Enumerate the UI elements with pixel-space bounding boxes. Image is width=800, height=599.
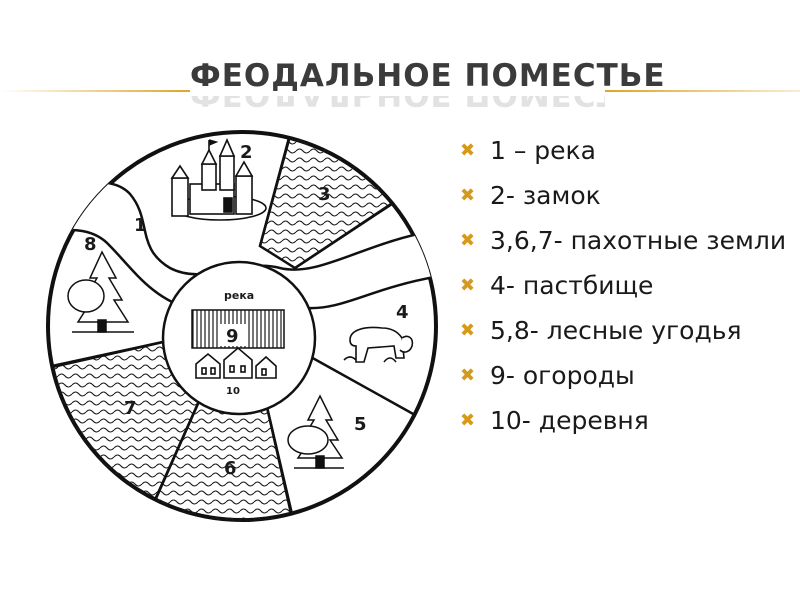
region-label-5: 5 — [354, 414, 367, 435]
castle-icon — [170, 138, 267, 221]
manor-diagram: 1 2 3 4 5 6 7 8 9 10 река — [46, 130, 438, 522]
region-label-9: 9 — [226, 326, 239, 347]
x-mark-icon: ✖ — [460, 410, 476, 431]
legend-item: ✖10- деревня — [460, 404, 790, 438]
x-mark-icon: ✖ — [460, 320, 476, 341]
region-label-3: 3 — [318, 184, 331, 205]
river-label: река — [224, 289, 254, 302]
x-mark-icon: ✖ — [460, 365, 476, 386]
x-mark-icon: ✖ — [460, 140, 476, 161]
region-label-6: 6 — [224, 458, 237, 479]
region-label-8: 8 — [84, 234, 97, 255]
river — [47, 180, 437, 315]
cow-icon — [343, 326, 414, 363]
title-rule-right — [605, 90, 800, 92]
region-label-1: 1 — [134, 215, 147, 236]
tree-icon — [287, 394, 344, 469]
region-label-10: 10 — [226, 386, 240, 397]
region-label-4: 4 — [396, 302, 409, 323]
village-houses — [195, 346, 277, 379]
legend-list: ✖1 – река ✖2- замок ✖3,6,7- пахотные зем… — [460, 134, 790, 449]
tree-icon — [67, 250, 134, 333]
title-rule-left — [0, 90, 190, 92]
x-mark-icon: ✖ — [460, 185, 476, 206]
region-label-7: 7 — [124, 398, 137, 419]
legend-item: ✖2- замок — [460, 179, 790, 213]
legend-item: ✖1 – река — [460, 134, 790, 168]
slide-title-reflection: ФЕОДАЛЬНОЕ ПОМЕСТЬЕ — [190, 96, 605, 114]
legend-item: ✖5,8- лесные угодья — [460, 314, 790, 348]
legend-item: ✖3,6,7- пахотные земли — [460, 224, 790, 258]
x-mark-icon: ✖ — [460, 230, 476, 251]
x-mark-icon: ✖ — [460, 275, 476, 296]
legend-item: ✖9- огороды — [460, 359, 790, 393]
legend-item: ✖4- пастбище — [460, 269, 790, 303]
region-label-2: 2 — [240, 142, 253, 163]
slide-title: ФЕОДАЛЬНОЕ ПОМЕСТЬЕ — [190, 58, 666, 94]
